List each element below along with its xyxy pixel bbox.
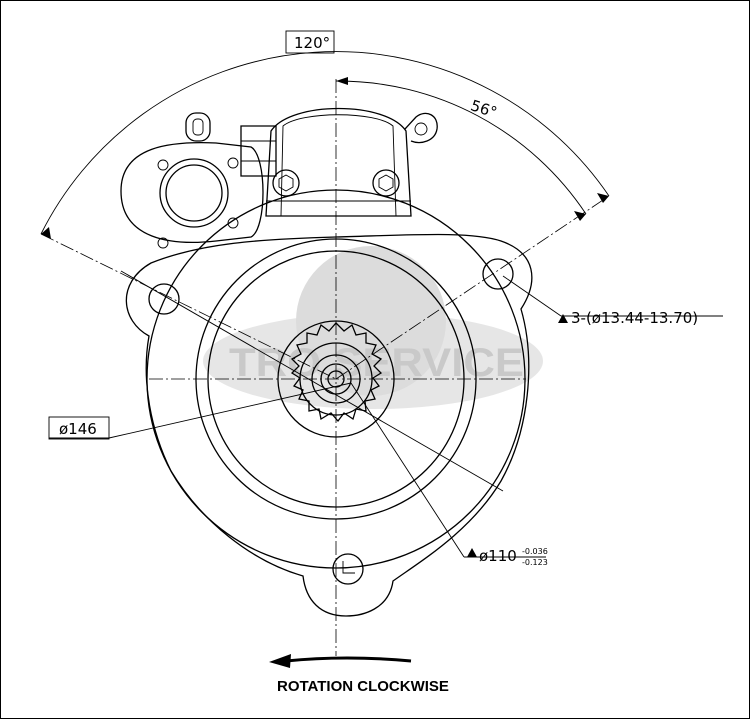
angle-dimensions: [40, 51, 610, 239]
centerlines: [40, 79, 610, 656]
leader-lines: [49, 270, 723, 558]
pilot-tolerance-lower: -0.123: [522, 558, 548, 567]
mounting-flange: [125, 233, 533, 617]
watermark: TRO SERVICE: [203, 246, 543, 409]
rotation-label: ROTATION CLOCKWISE: [277, 678, 449, 695]
rotation-indicator: ROTATION CLOCKWISE: [269, 654, 449, 695]
solenoid-housing: [265, 107, 438, 217]
angle-120-label: 120°: [294, 34, 330, 52]
pinion-gear: [290, 322, 383, 423]
holes-label: 3-(ø13.44-13.70): [571, 309, 698, 327]
diameter-146-label: ø146: [59, 420, 97, 438]
angle-56-label: 56°: [468, 96, 499, 121]
diameter-110-label: ø110: [479, 547, 517, 565]
terminal-connector: [120, 112, 277, 249]
pilot-tolerance-upper: -0.036: [522, 547, 548, 556]
